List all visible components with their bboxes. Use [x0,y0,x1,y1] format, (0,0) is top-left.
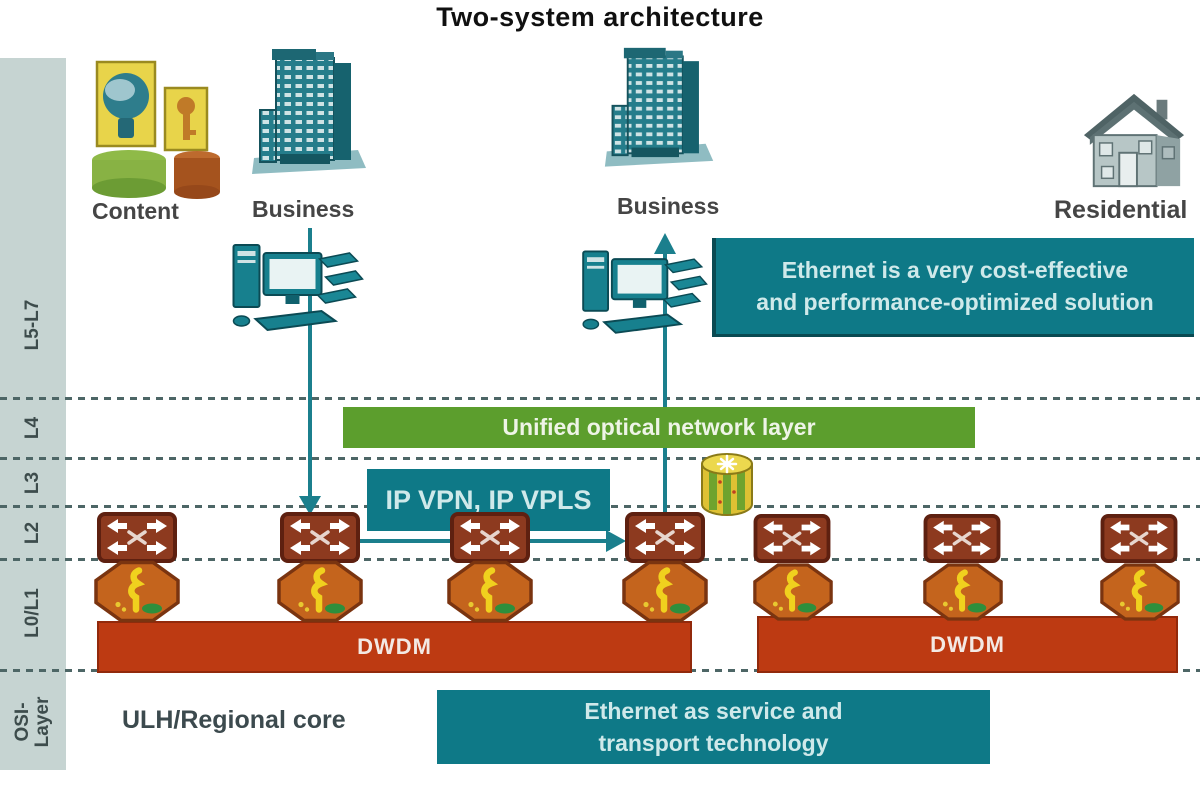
sidebar-label-l4: L4 [22,416,44,440]
residential-label: Residential [1054,196,1188,224]
router-icon [1100,514,1178,563]
dwdm-node-octagon-icon [923,562,1003,622]
office-building-icon [603,45,717,178]
arrowhead-right-icon [606,530,626,552]
house-icon [1078,88,1190,194]
unified-optical-layer-banner: Unified optical network layer [343,407,975,448]
sidebar-label-l5-l7: L5-L7 [22,299,44,351]
content-label: Content [92,198,179,224]
router-icon [450,512,530,563]
workstation-cluster-icon [226,233,364,348]
diagram-title: Two-system architecture [436,2,764,32]
router-icon [753,514,831,563]
label-switch-cylinder-icon [698,452,756,518]
sidebar-label-osi-line2: Layer [32,696,53,748]
dwdm-node-octagon-icon [277,560,363,623]
business-right-label: Business [617,193,720,219]
service-banner-line2: transport technology [598,730,829,756]
dwdm-node-octagon-icon [622,560,708,623]
layer-divider-l2-l0l1 [0,558,1200,561]
workstation-cluster-icon [576,240,708,350]
sidebar-label-l2: L2 [22,521,44,545]
sidebar-label-osi-line1: OSI- [12,702,34,742]
layer-divider-l5l7-l4 [0,397,1200,400]
osi-layer-sidebar [0,58,66,770]
ulh-regional-core-label: ULH/Regional core [122,706,346,734]
router-icon [97,512,177,563]
cost-banner-line1: Ethernet is a very cost-effective [781,256,1129,283]
ethernet-service-banner: Ethernet as service and transport techno… [437,690,990,764]
service-banner-line1: Ethernet as service and [584,697,843,724]
dwdm-node-octagon-icon [753,562,833,622]
business-left-label: Business [252,196,355,222]
cost-effective-banner: Ethernet is a very cost-effective and pe… [712,238,1194,337]
dwdm-node-octagon-icon [447,560,533,623]
dwdm-node-octagon-icon [94,560,180,623]
layer-divider-l4-l3 [0,457,1200,460]
content-media-stack-icon [85,60,225,202]
dwdm-bar-right: DWDM [757,616,1178,673]
dwdm-node-octagon-icon [1100,562,1180,622]
router-icon [923,514,1001,563]
cost-banner-line2: and performance-optimized solution [756,289,1154,315]
dwdm-bar-left: DWDM [97,621,692,673]
sidebar-label-osi-layer: OSI- Layer [12,696,53,748]
office-building-icon [250,46,370,186]
sidebar-label-l0-l1: L0/L1 [22,588,44,638]
sidebar-label-l3: L3 [22,471,44,495]
router-icon [280,512,360,563]
router-icon [625,512,705,563]
